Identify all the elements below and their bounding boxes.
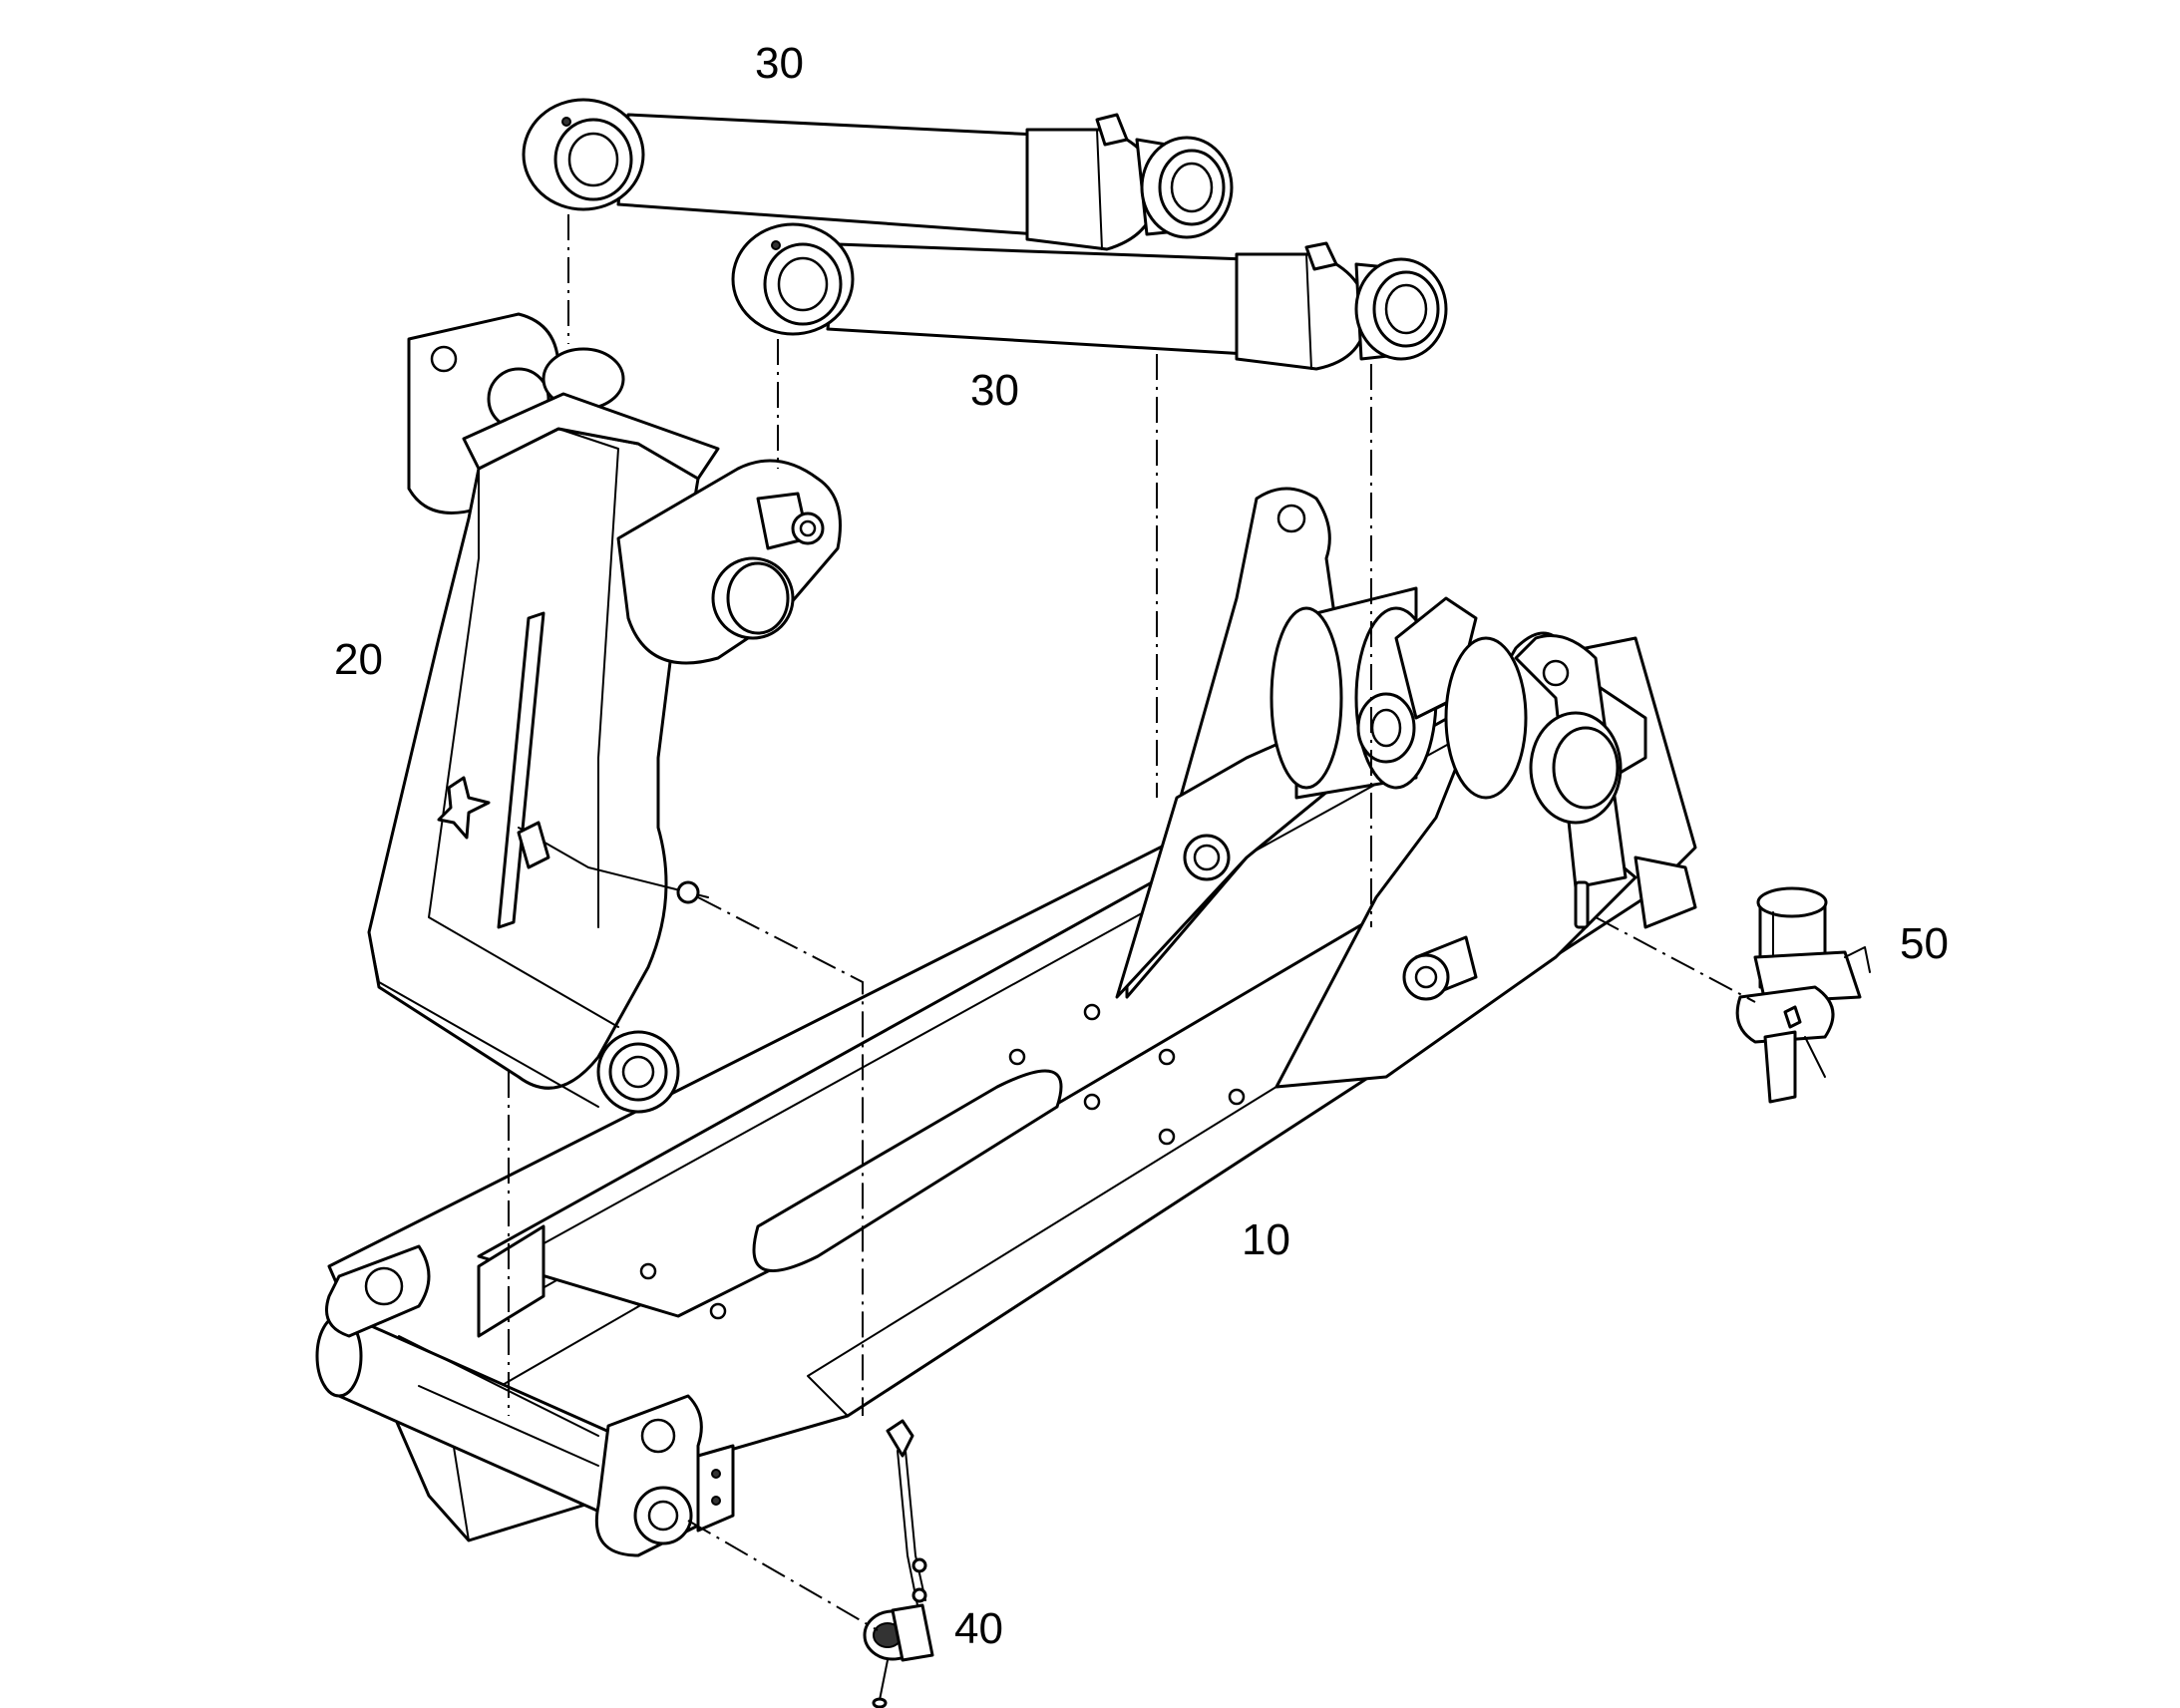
boom-part-20 — [367, 312, 842, 1114]
callout-40-sensor: 40 — [954, 1604, 1003, 1653]
sensor-part-40 — [863, 1419, 934, 1708]
callout-20-boom: 20 — [334, 635, 383, 684]
cylinder-part-30-lower — [731, 222, 1448, 371]
motor-unit-part-50 — [1735, 886, 1871, 1104]
leader-lines — [508, 214, 1756, 1631]
callout-10-frame: 10 — [1242, 1215, 1290, 1264]
callout-50-motor-unit: 50 — [1900, 919, 1949, 968]
cylinder-part-30-upper — [522, 98, 1234, 251]
frame-part-10 — [315, 487, 1697, 1557]
callout-30-lower-cylinder: 30 — [970, 366, 1019, 415]
callout-30-upper-cylinder: 30 — [755, 39, 804, 88]
